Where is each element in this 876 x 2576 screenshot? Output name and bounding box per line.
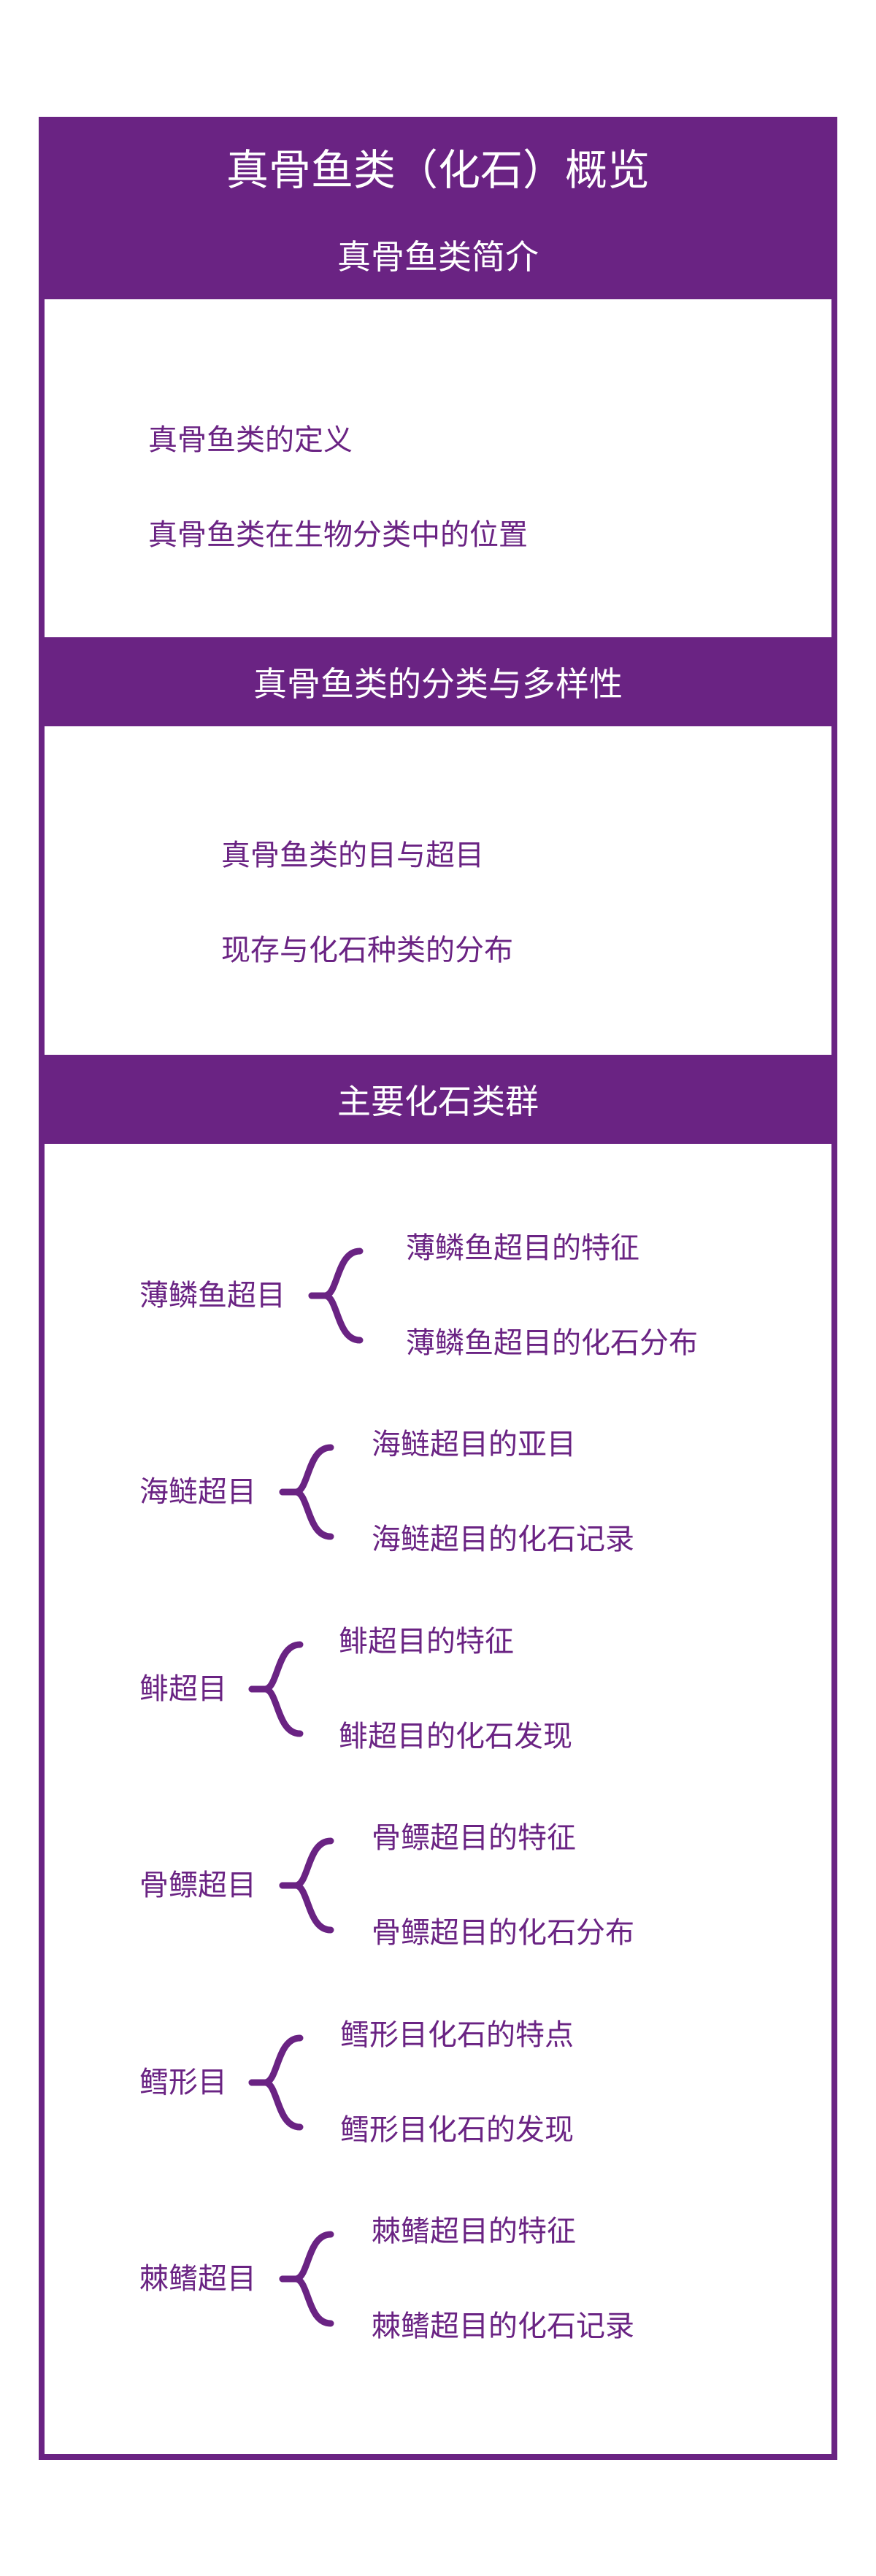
group-label: 海鲢超目 bbox=[139, 1475, 256, 1509]
section-header-fossil-groups: 主要化石类群 bbox=[45, 1055, 831, 1144]
section-header-intro: 真骨鱼类简介 bbox=[45, 210, 831, 299]
group-child: 鲱超目的特征 bbox=[339, 1625, 514, 1658]
branch-bracket bbox=[279, 1444, 334, 1540]
section-item: 现存与化石种类的分布 bbox=[221, 934, 513, 967]
group-child: 鲱超目的化石发现 bbox=[339, 1720, 572, 1753]
group-child: 骨鳔超目的化石分布 bbox=[372, 1916, 634, 1950]
section-item: 真骨鱼类的定义 bbox=[148, 423, 353, 457]
group-label: 骨鳔超目 bbox=[139, 1869, 256, 1902]
group-child: 棘鳍超目的特征 bbox=[372, 2215, 576, 2248]
branch-bracket bbox=[279, 1837, 334, 1934]
section-header-classification: 真骨鱼类的分类与多样性 bbox=[45, 637, 831, 726]
group-label: 鳕形目 bbox=[139, 2066, 227, 2099]
group-child: 鳕形目化石的发现 bbox=[340, 2113, 574, 2147]
group-child: 海鲢超目的化石记录 bbox=[372, 1523, 634, 1556]
group-child: 薄鳞鱼超目的化石分布 bbox=[406, 1326, 698, 1360]
group-label: 薄鳞鱼超目 bbox=[139, 1279, 285, 1312]
group-label: 鲱超目 bbox=[139, 1672, 227, 1706]
branch-bracket bbox=[248, 1641, 304, 1737]
branch-bracket bbox=[248, 2034, 304, 2131]
group-label: 棘鳍超目 bbox=[139, 2262, 256, 2296]
branch-bracket bbox=[279, 2231, 334, 2327]
page-title: 真骨鱼类（化石）概览 bbox=[45, 123, 831, 210]
section-item: 真骨鱼类在生物分类中的位置 bbox=[148, 518, 528, 552]
branch-bracket bbox=[308, 1247, 364, 1344]
group-child: 鳕形目化石的特点 bbox=[340, 2018, 574, 2052]
overview-card: 真骨鱼类（化石）概览 真骨鱼类简介 真骨鱼类的定义 真骨鱼类在生物分类中的位置 … bbox=[39, 117, 837, 2460]
group-child: 骨鳔超目的特征 bbox=[372, 1821, 576, 1855]
group-child: 棘鳍超目的化石记录 bbox=[372, 2310, 634, 2343]
group-child: 薄鳞鱼超目的特征 bbox=[406, 1231, 639, 1265]
group-child: 海鲢超目的亚目 bbox=[372, 1428, 576, 1461]
section-item: 真骨鱼类的目与超目 bbox=[221, 839, 484, 872]
